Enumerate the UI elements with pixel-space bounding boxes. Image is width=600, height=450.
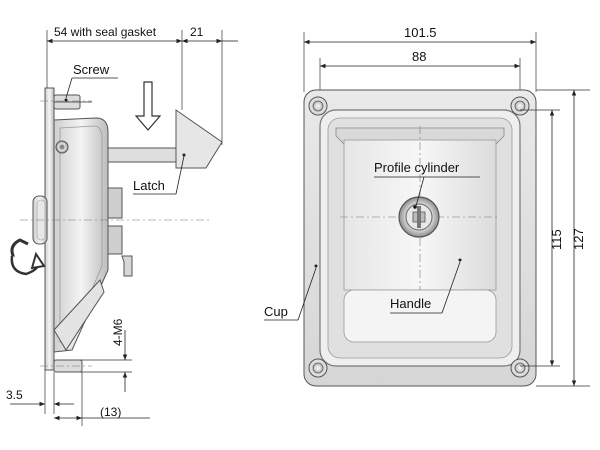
cup-callout: Cup: [264, 264, 318, 321]
latch-dimension-label: 21: [190, 25, 204, 39]
inner-width-label: 88: [412, 49, 426, 64]
latch-callout: Latch: [133, 155, 185, 195]
body-screw: [55, 140, 69, 154]
depth-dimension: 54 with seal gasket: [46, 25, 183, 110]
screw-label: Screw: [73, 62, 110, 77]
mount-bracket-lower: [107, 225, 123, 255]
rotate-arrow-icon: [10, 238, 46, 276]
down-arrow-icon: [134, 81, 162, 131]
flange-dimension-label: 3.5: [6, 388, 23, 402]
outer-height-dimension: 127: [536, 89, 590, 387]
corner-screw-bottom-left: [308, 358, 328, 378]
outer-width-dimension: 101.5: [303, 25, 537, 92]
thread-dimension: 4-M6: [80, 318, 132, 392]
thread-dimension-label: 4-M6: [111, 318, 125, 346]
front-view: 101.5 88: [264, 25, 590, 387]
cylinder-label: Profile cylinder: [374, 160, 460, 175]
cup-label: Cup: [264, 304, 288, 319]
inner-height-label: 115: [549, 229, 564, 250]
stud-dimension-label: (13): [100, 405, 121, 419]
outer-width-label: 101.5: [404, 25, 437, 40]
mount-tab: [121, 255, 133, 277]
corner-screw-bottom-right: [510, 358, 530, 378]
latch-dimension: 21: [182, 25, 238, 145]
corner-screw-top-right: [510, 96, 530, 116]
screw-callout: Screw: [64, 62, 118, 102]
top-screw: [53, 94, 92, 110]
cylinder-callout: Profile cylinder: [374, 160, 480, 207]
outer-height-label: 127: [571, 228, 586, 250]
flange-dimension: 3.5: [6, 370, 74, 414]
profile-cylinder: [398, 196, 440, 238]
inner-height-dimension: 115: [520, 109, 564, 367]
handle-label: Handle: [390, 296, 431, 311]
latch-label: Latch: [133, 178, 165, 193]
corner-screw-top-left: [308, 96, 328, 116]
side-view: 54 with seal gasket 21: [6, 25, 238, 426]
mount-bracket-upper: [107, 187, 123, 219]
handle-callout: Handle: [390, 258, 462, 314]
stud-dimension: (13): [54, 372, 150, 426]
latch-bolt: [107, 109, 223, 169]
depth-dimension-label: 54 with seal gasket: [54, 25, 157, 39]
housing-front-face: [53, 279, 105, 351]
